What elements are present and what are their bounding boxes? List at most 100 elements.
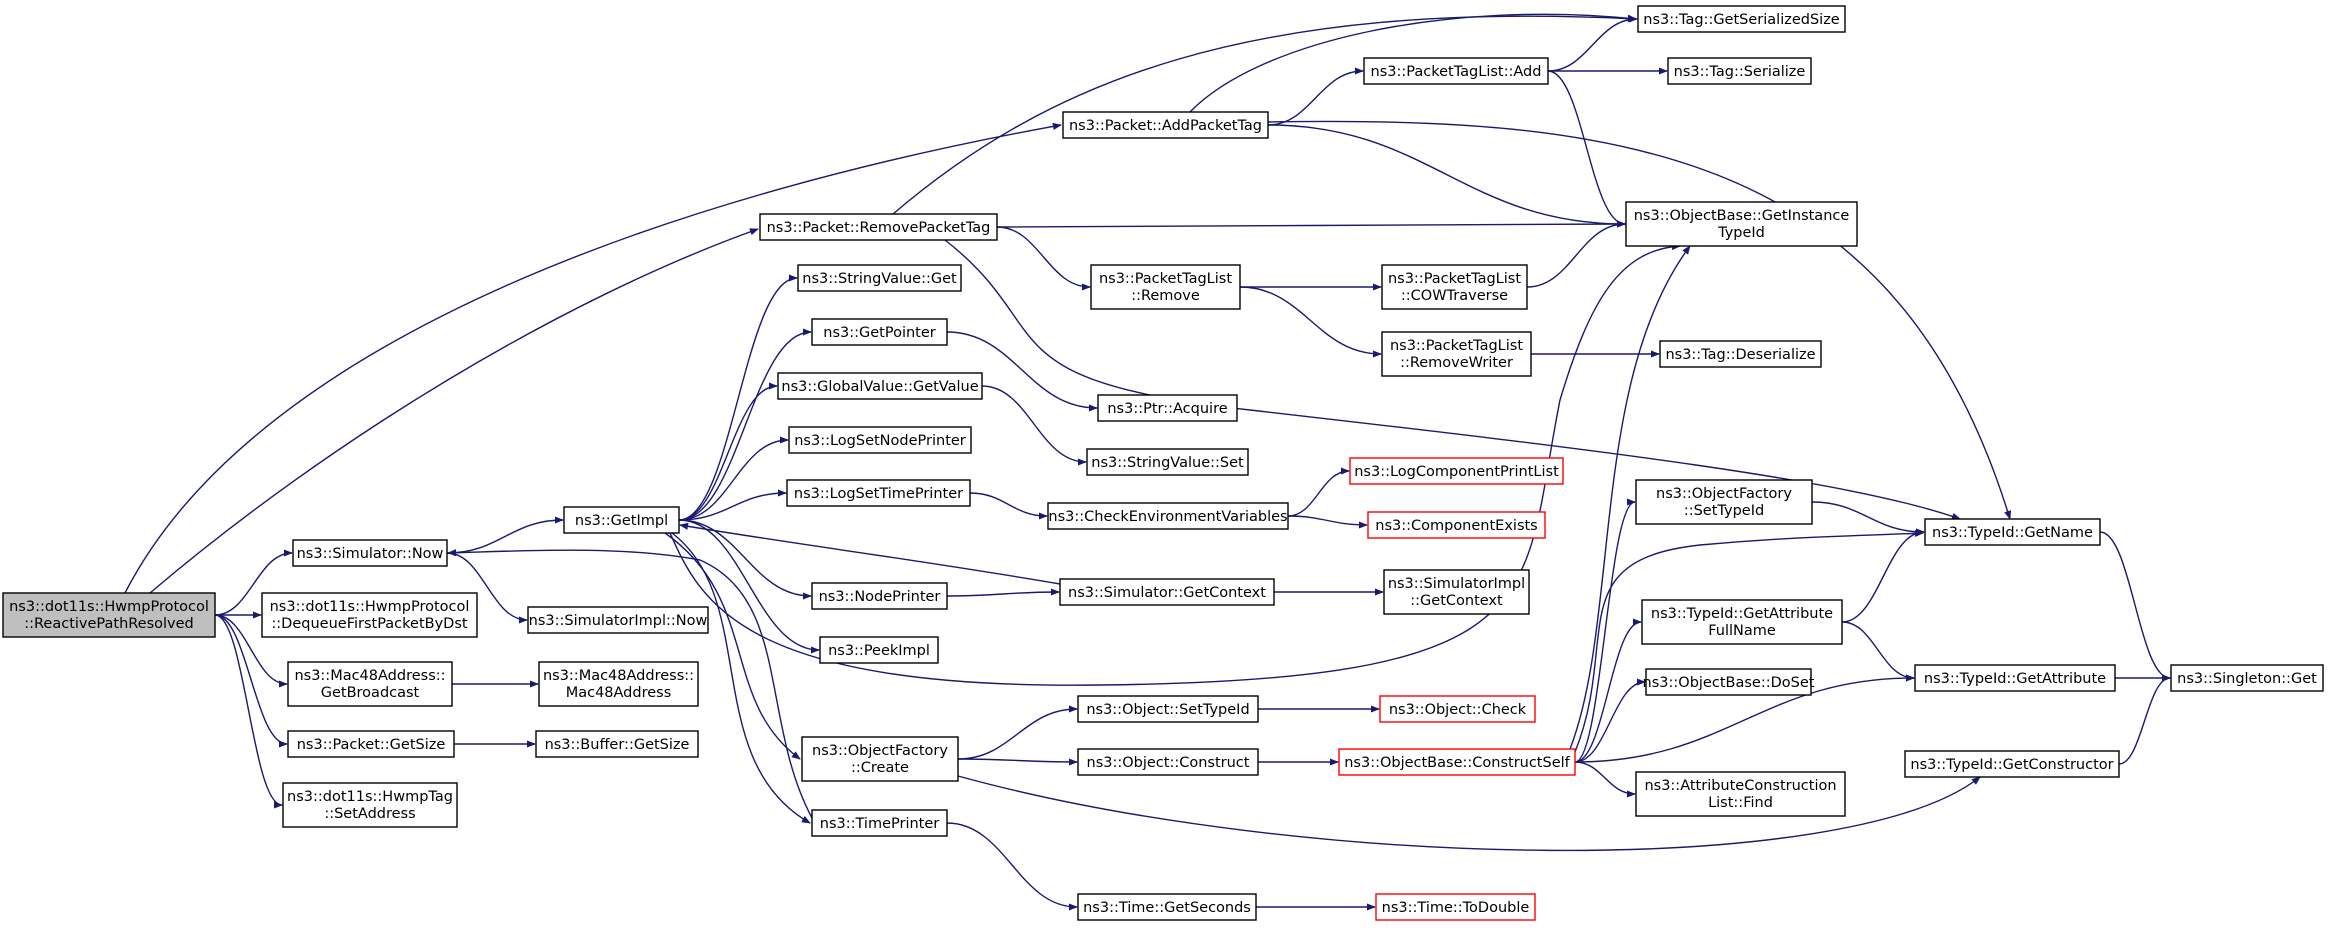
node-label: ns3::PacketTagList::Add — [1371, 64, 1542, 80]
call-arrow — [214, 614, 288, 688]
call-arrow — [446, 516, 564, 554]
call-edge-sim_ctx-to-getimpl — [679, 522, 1061, 585]
node-box — [1635, 771, 1846, 817]
node-box — [1904, 750, 2120, 778]
node-label: ns3::PacketTagList — [1390, 338, 1523, 354]
node-add-tag[interactable]: ns3::Packet::AddPacketTag — [1062, 111, 1269, 139]
node-ptl-add[interactable]: ns3::PacketTagList::Add — [1363, 57, 1549, 85]
node-peekimpl[interactable]: ns3::PeekImpl — [819, 636, 939, 664]
node-ob-doset[interactable]: ns3::ObjectBase::DoSet — [1643, 668, 1815, 696]
call-edge-logtime-to-checkenv — [969, 492, 1048, 520]
node-ptl-remove[interactable]: ns3::PacketTagList::Remove — [1090, 264, 1241, 310]
call-arrow — [946, 588, 1060, 597]
node-simimpl-ctx[interactable]: ns3::SimulatorImpl::GetContext — [1383, 569, 1530, 615]
node-buf-size[interactable]: ns3::Buffer::GetSize — [535, 730, 699, 758]
node-label: ns3::SimulatorImpl — [1388, 576, 1525, 592]
call-edge-ptl_cow-to-ob_git — [1526, 220, 1626, 288]
node-box — [1077, 748, 1259, 776]
node-obj-settid[interactable]: ns3::Object::SetTypeId — [1077, 695, 1259, 723]
node-of-settid[interactable]: ns3::ObjectFactory::SetTypeId — [1635, 479, 1813, 525]
call-arrow — [996, 226, 1091, 291]
node-reactive[interactable]: ns3::dot11s::HwmpProtocol::ReactivePathR… — [2, 592, 216, 638]
call-arrow — [1574, 529, 1924, 753]
call-arrow — [669, 242, 1681, 686]
call-arrow — [671, 532, 811, 824]
node-checkenv[interactable]: ns3::CheckEnvironmentVariables — [1047, 502, 1289, 530]
node-gv-getvalue[interactable]: ns3::GlobalValue::GetValue — [777, 372, 983, 400]
node-sim-ctx[interactable]: ns3::Simulator::GetContext — [1059, 578, 1275, 606]
node-sv-set[interactable]: ns3::StringValue::Set — [1086, 448, 1249, 476]
node-label: ns3::Buffer::GetSize — [545, 737, 690, 753]
node-ptl-cow[interactable]: ns3::PacketTagList::COWTraverse — [1381, 264, 1528, 310]
node-label: ::Remove — [1131, 288, 1200, 304]
call-arrow — [969, 492, 1048, 520]
node-box — [811, 809, 948, 837]
node-ptl-rw[interactable]: ns3::PacketTagList::RemoveWriter — [1381, 331, 1532, 377]
node-label: ns3::TypeId::GetAttribute — [1924, 671, 2106, 687]
node-sim-now[interactable]: ns3::Simulator::Now — [292, 539, 448, 567]
node-label: ns3::PeekImpl — [828, 643, 930, 659]
call-arrow — [1841, 528, 1925, 623]
node-ptr-acquire[interactable]: ns3::Ptr::Acquire — [1097, 394, 1238, 422]
node-time-todbl[interactable]: ns3::Time::ToDouble — [1375, 893, 1536, 921]
node-time-secs[interactable]: ns3::Time::GetSeconds — [1077, 893, 1257, 921]
node-tid-getattr[interactable]: ns3::TypeId::GetAttribute — [1914, 664, 2116, 692]
node-label: ns3::Ptr::Acquire — [1107, 401, 1227, 417]
node-obj-check[interactable]: ns3::Object::Check — [1379, 695, 1536, 723]
call-edge-ob_cself-to-tid_getname — [1574, 529, 1924, 753]
node-box — [1641, 599, 1843, 645]
node-logtime[interactable]: ns3::LogSetTimePrinter — [786, 479, 971, 507]
node-getpointer[interactable]: ns3::GetPointer — [811, 318, 948, 346]
node-simimpl-now[interactable]: ns3::SimulatorImpl::Now — [527, 606, 709, 634]
node-compexists[interactable]: ns3::ComponentExists — [1367, 511, 1546, 539]
node-box — [1349, 457, 1564, 485]
call-arrow — [664, 532, 801, 760]
node-remove-tag[interactable]: ns3::Packet::RemovePacketTag — [759, 213, 998, 241]
node-label: ns3::Object::Construct — [1087, 755, 1250, 771]
node-box — [1645, 668, 1812, 696]
node-mac-bcast[interactable]: ns3::Mac48Address::GetBroadcast — [287, 661, 453, 707]
call-edge-add_tag-to-ob_git — [1267, 124, 1626, 228]
node-label: ::GetContext — [1410, 593, 1503, 609]
node-label: ns3::dot11s::HwmpTag — [287, 789, 453, 805]
node-tid-getname[interactable]: ns3::TypeId::GetName — [1924, 518, 2101, 546]
node-tid-getctor[interactable]: ns3::TypeId::GetConstructor — [1904, 750, 2120, 778]
node-box — [811, 582, 948, 610]
node-sv-get[interactable]: ns3::StringValue::Get — [797, 264, 962, 292]
call-edge-checkenv-to-logcomp — [1287, 467, 1350, 517]
node-box — [1367, 511, 1546, 539]
node-box — [788, 426, 972, 454]
call-edge-ptl_remove-to-ptl_rw — [1239, 286, 1382, 358]
node-label: ns3::Mac48Address:: — [294, 668, 445, 684]
node-label: ns3::PacketTagList — [1388, 271, 1521, 287]
node-label: ns3::ComponentExists — [1375, 518, 1538, 534]
node-ob-cself[interactable]: ns3::ObjectBase::ConstructSelf — [1338, 748, 1576, 776]
node-tag-gss[interactable]: ns3::Tag::GetSerializedSize — [1637, 5, 1846, 33]
node-of-create[interactable]: ns3::ObjectFactory::Create — [801, 736, 959, 782]
node-getimpl[interactable]: ns3::GetImpl — [563, 506, 680, 534]
node-tag-deser[interactable]: ns3::Tag::Deserialize — [1659, 340, 1822, 368]
call-edge-add_tag-to-tag_gss — [1189, 13, 1637, 113]
node-singleton[interactable]: ns3::Singleton::Get — [2170, 664, 2324, 692]
call-edge-remove_tag-to-tid_getname — [944, 239, 1961, 520]
node-tag-ser[interactable]: ns3::Tag::Serialize — [1667, 57, 1812, 85]
node-hwmptag[interactable]: ns3::dot11s::HwmpTag::SetAddress — [282, 782, 458, 828]
call-edge-ob_cself-to-tid_gafn — [1574, 618, 1642, 763]
node-logcomp[interactable]: ns3::LogComponentPrintList — [1349, 457, 1564, 485]
node-label: ns3::Simulator::Now — [297, 546, 444, 562]
call-edge-add_tag-to-ptl_add — [1267, 67, 1364, 126]
node-label: ns3::ObjectBase::GetInstance — [1634, 208, 1850, 224]
node-dequeue[interactable]: ns3::dot11s::HwmpProtocol::DequeueFirstP… — [261, 592, 478, 638]
call-arrow — [1574, 678, 1646, 763]
node-pkt-size[interactable]: ns3::Packet::GetSize — [287, 730, 455, 758]
node-obj-construct[interactable]: ns3::Object::Construct — [1077, 748, 1259, 776]
node-mac48[interactable]: ns3::Mac48Address::Mac48Address — [538, 661, 699, 707]
node-nodeprinter[interactable]: ns3::NodePrinter — [811, 582, 948, 610]
node-lognode[interactable]: ns3::LogSetNodePrinter — [788, 426, 972, 454]
call-edge-of_create-to-obj_settid — [957, 705, 1078, 760]
node-box — [1086, 448, 1249, 476]
node-timeprinter[interactable]: ns3::TimePrinter — [811, 809, 948, 837]
